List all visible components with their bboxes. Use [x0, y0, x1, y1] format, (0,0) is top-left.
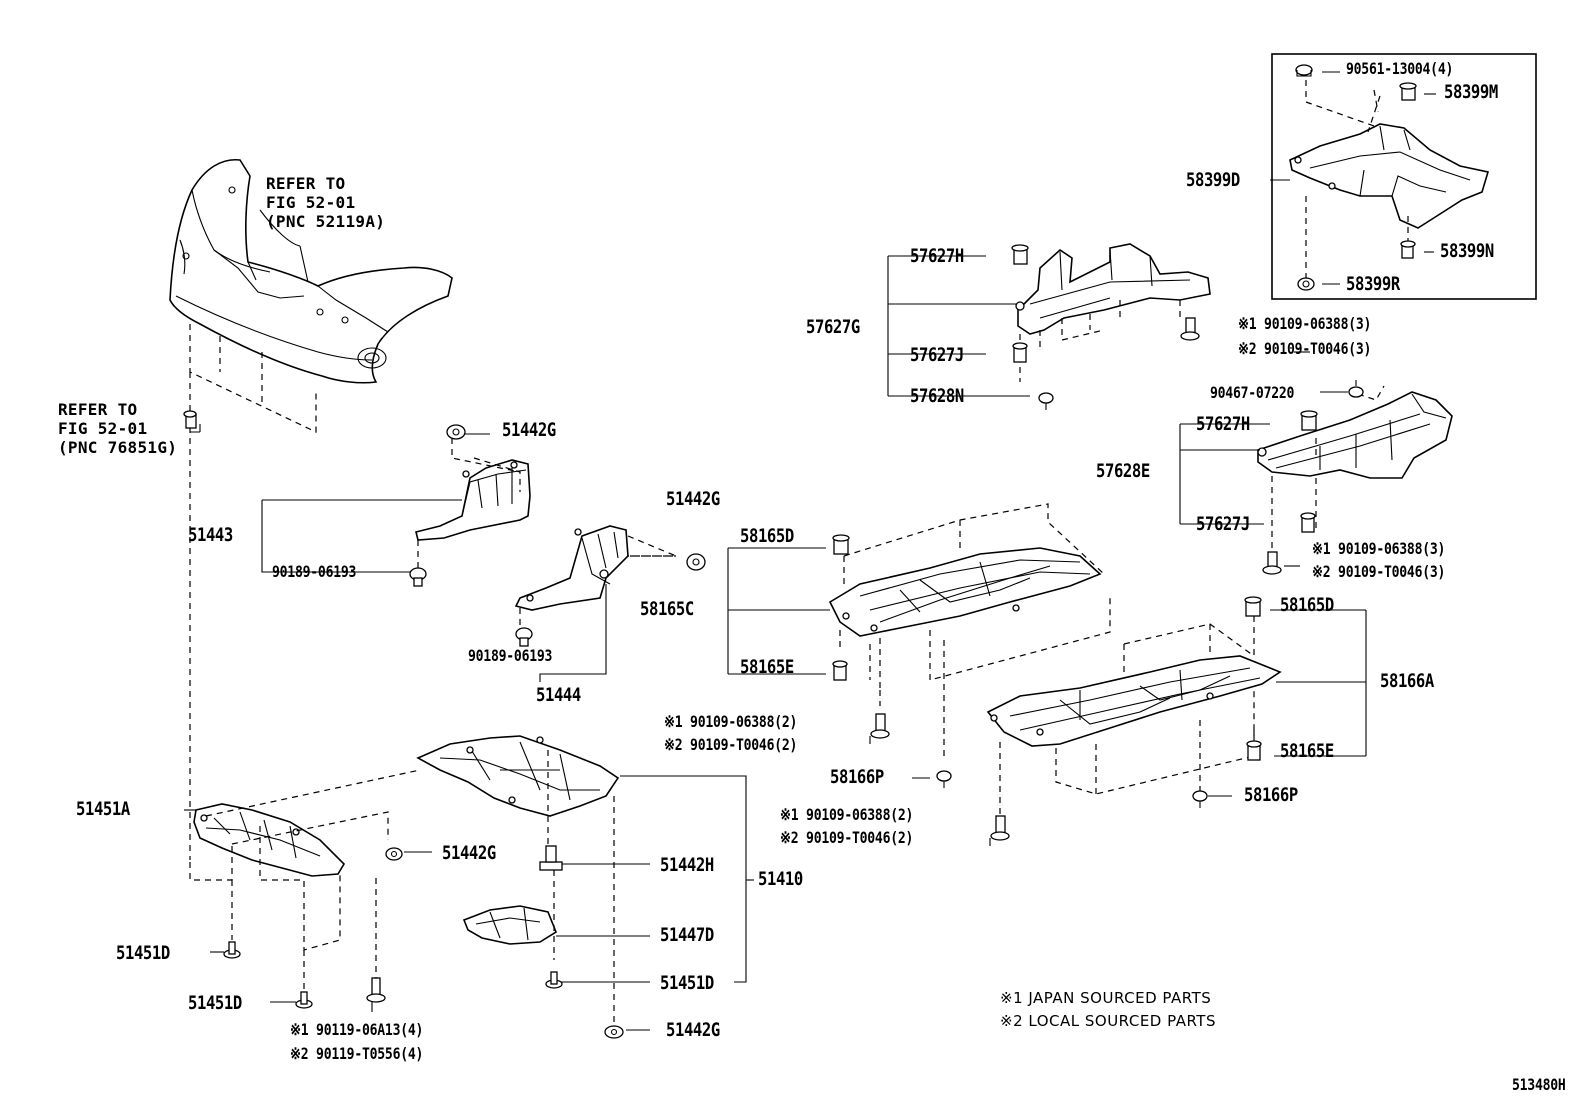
label-cab-bolt-2: ※2 90109-T0046(3)	[1238, 339, 1372, 358]
label-57627J-lower: 57627J	[1196, 513, 1250, 535]
label-51442G-top: 51442G	[502, 419, 556, 441]
label-51442G-bottom: 51442G	[666, 1019, 720, 1041]
label-58165C: 58165C	[640, 598, 694, 620]
part-51447D-drawing	[462, 905, 557, 945]
label-58165E-right: 58165E	[1280, 740, 1334, 762]
front-bumper-drawing	[169, 159, 453, 384]
label-58399R: 58399R	[1346, 273, 1400, 295]
label-mid-bolt-2: ※2 90109-T0046(2)	[664, 735, 798, 754]
fastener-icons	[183, 64, 1417, 1039]
label-51451A: 51451A	[76, 798, 130, 820]
label-51442H: 51442H	[660, 854, 714, 876]
label-51451D-left: 51451D	[116, 942, 170, 964]
label-58165D-right: 58165D	[1280, 594, 1334, 616]
label-57628N: 57628N	[910, 385, 964, 407]
label-90189-left: 90189-06193	[272, 562, 357, 581]
label-90561-13004: 90561-13004(4)	[1346, 59, 1454, 78]
label-90467-07220: 90467-07220	[1210, 383, 1295, 402]
part-51443-drawing	[415, 459, 531, 541]
label-bottom-bolt-1: ※1 90119-06A13(4)	[290, 1020, 424, 1039]
legend-local-sourced: ※2 LOCAL SOURCED PARTS	[1000, 1012, 1216, 1030]
label-58399M: 58399M	[1444, 81, 1498, 103]
label-58166A: 58166A	[1380, 670, 1434, 692]
label-58166P-right: 58166P	[1244, 784, 1298, 806]
label-rgt-bolt-2: ※2 90109-T0046(2)	[780, 828, 914, 847]
label-51444: 51444	[536, 684, 581, 706]
label-58399N: 58399N	[1440, 240, 1494, 262]
drawing-id: 513480H	[1512, 1075, 1566, 1094]
refer-grille-note: REFER TO FIG 52-01 (PNC 76851G)	[58, 400, 178, 457]
label-mid-bolt-1: ※1 90109-06388(2)	[664, 712, 798, 731]
detail-box	[1271, 53, 1537, 300]
label-58399D: 58399D	[1186, 169, 1240, 191]
part-51451A-drawing	[193, 803, 346, 877]
label-51410: 51410	[758, 868, 803, 890]
label-51451D-mid: 51451D	[188, 992, 242, 1014]
part-51410-drawing	[416, 735, 620, 817]
label-cab2-bolt-2: ※2 90109-T0046(3)	[1312, 562, 1446, 581]
label-57627J-upper: 57627J	[910, 344, 964, 366]
part-51444-drawing	[514, 525, 629, 611]
part-58166A-drawing	[986, 655, 1282, 747]
legend-japan-sourced: ※1 JAPAN SOURCED PARTS	[1000, 989, 1212, 1007]
label-58165D-left: 58165D	[740, 525, 794, 547]
part-57628E-drawing	[1257, 391, 1453, 479]
label-cab-bolt-1: ※1 90109-06388(3)	[1238, 314, 1372, 333]
part-58399D-drawing	[1289, 123, 1490, 229]
label-rgt-bolt-1: ※1 90109-06388(2)	[780, 805, 914, 824]
label-90189-right: 90189-06193	[468, 646, 553, 665]
label-51442G-mid: 51442G	[666, 488, 720, 510]
label-51447D: 51447D	[660, 924, 714, 946]
label-51442G-low: 51442G	[442, 842, 496, 864]
label-57627G: 57627G	[806, 316, 860, 338]
label-51451D-right: 51451D	[660, 972, 714, 994]
label-57628E: 57628E	[1096, 460, 1150, 482]
label-58166P-left: 58166P	[830, 766, 884, 788]
label-58165E-left: 58165E	[740, 656, 794, 678]
label-bottom-bolt-2: ※2 90119-T0556(4)	[290, 1044, 424, 1063]
part-58165C-drawing	[828, 547, 1102, 637]
part-57627G-drawing	[1015, 243, 1211, 335]
label-57627H-upper: 57627H	[910, 245, 964, 267]
label-cab2-bolt-1: ※1 90109-06388(3)	[1312, 539, 1446, 558]
label-51443: 51443	[188, 524, 233, 546]
label-57627H-lower: 57627H	[1196, 413, 1250, 435]
refer-bumper-note: REFER TO FIG 52-01 (PNC 52119A)	[266, 174, 386, 231]
